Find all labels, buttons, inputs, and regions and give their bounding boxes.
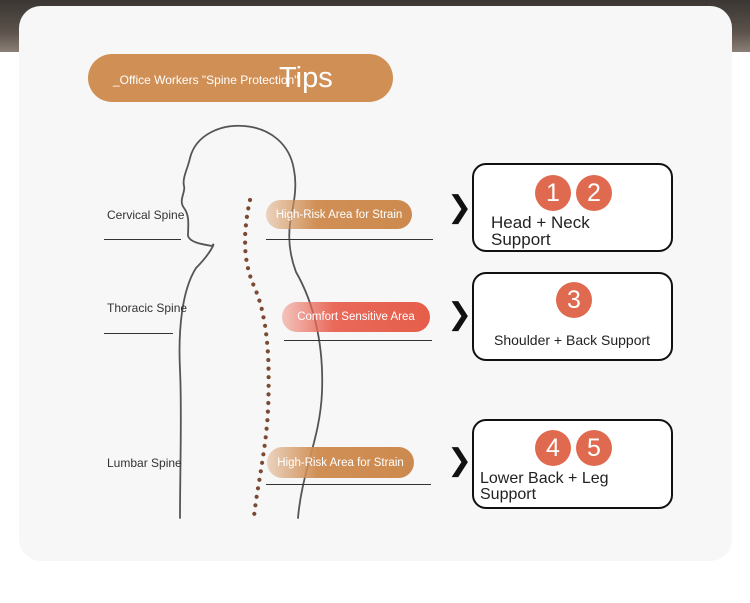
title-main: Tips — [279, 62, 333, 94]
spine-dot — [264, 332, 269, 337]
spine-dot — [243, 249, 248, 254]
lumbar-risk-pill: High-Risk Area for Strain — [267, 447, 414, 478]
spine-dot — [265, 349, 270, 354]
number-badge: 4 — [535, 430, 571, 466]
spine-dot — [245, 266, 251, 271]
support-box-head-neck: 1 2 Head + Neck Support — [472, 163, 673, 252]
number-badge: 5 — [576, 430, 612, 466]
number-badge: 2 — [576, 175, 612, 211]
support-box-shoulder-back: 3 Shoulder + Back Support — [472, 272, 673, 361]
spine-dot — [266, 383, 271, 388]
chevron-right-icon: ❯ — [447, 298, 473, 331]
lumbar-spine-label: Lumbar Spine — [107, 456, 182, 470]
spine-dot — [258, 469, 263, 474]
spine-dot — [260, 460, 265, 465]
spine-dot — [251, 282, 256, 287]
support-box-lower-back-leg: 4 5 Lower Back + Leg Support — [472, 419, 673, 509]
thoracic-label-line — [104, 333, 173, 334]
number-badge: 1 — [535, 175, 571, 211]
spine-dot — [254, 494, 259, 499]
spine-dot — [265, 340, 270, 345]
chevron-right-icon: ❯ — [447, 444, 473, 477]
spine-dot — [243, 223, 248, 228]
cervical-risk-pill: High-Risk Area for Strain — [266, 200, 412, 229]
spine-dot — [246, 206, 251, 211]
spine-dot — [243, 231, 248, 237]
spine-dot — [244, 257, 249, 262]
support-label: Shoulder + Back Support — [494, 332, 651, 348]
spine-dot — [266, 392, 271, 397]
thoracic-spine-label: Thoracic Spine — [107, 301, 188, 315]
spine-dot — [265, 418, 270, 423]
spine-dot — [243, 240, 248, 245]
spine-dot — [263, 435, 268, 440]
number-badge: 3 — [556, 282, 592, 318]
spine-dot — [261, 315, 266, 320]
spine-dot — [262, 443, 267, 448]
spine-dot — [257, 477, 262, 482]
spine-dot — [254, 290, 259, 295]
cervical-pill-line — [266, 239, 433, 240]
spine-dot — [255, 486, 261, 491]
spine-dot — [247, 197, 253, 203]
spine-dot — [263, 323, 268, 328]
spine-dot — [266, 366, 271, 371]
support-label-line1: Head + Neck — [491, 213, 590, 232]
spine-dot — [261, 452, 266, 457]
spine-dot — [266, 357, 271, 363]
spine-dot — [257, 298, 262, 303]
chevron-right-icon: ❯ — [447, 191, 473, 224]
thoracic-comfort-pill: Comfort Sensitive Area — [282, 302, 430, 332]
support-label-line2: Support — [480, 486, 537, 503]
spine-dot — [259, 306, 264, 311]
title-banner: _Office Workers "Spine Protection" Tips — [88, 54, 393, 102]
support-label-line1: Lower Back + Leg — [480, 470, 609, 487]
spine-dot — [244, 214, 249, 219]
spine-dot — [266, 400, 271, 406]
spine-dot — [264, 426, 269, 431]
spine-dot — [252, 511, 257, 516]
spine-dot — [265, 409, 270, 414]
spine-dot — [253, 503, 258, 508]
cervical-spine-label: Cervical Spine — [107, 208, 185, 222]
support-label-line2: Support — [491, 230, 551, 249]
lumbar-pill-line — [266, 484, 431, 485]
thoracic-pill-line — [284, 340, 432, 341]
cervical-label-line — [104, 239, 181, 240]
spine-dot — [266, 375, 271, 380]
spine-dot — [248, 274, 253, 279]
title-subtitle: _Office Workers "Spine Protection" — [113, 73, 299, 87]
spine-dotted-line — [243, 197, 271, 516]
body-outline — [178, 124, 324, 519]
